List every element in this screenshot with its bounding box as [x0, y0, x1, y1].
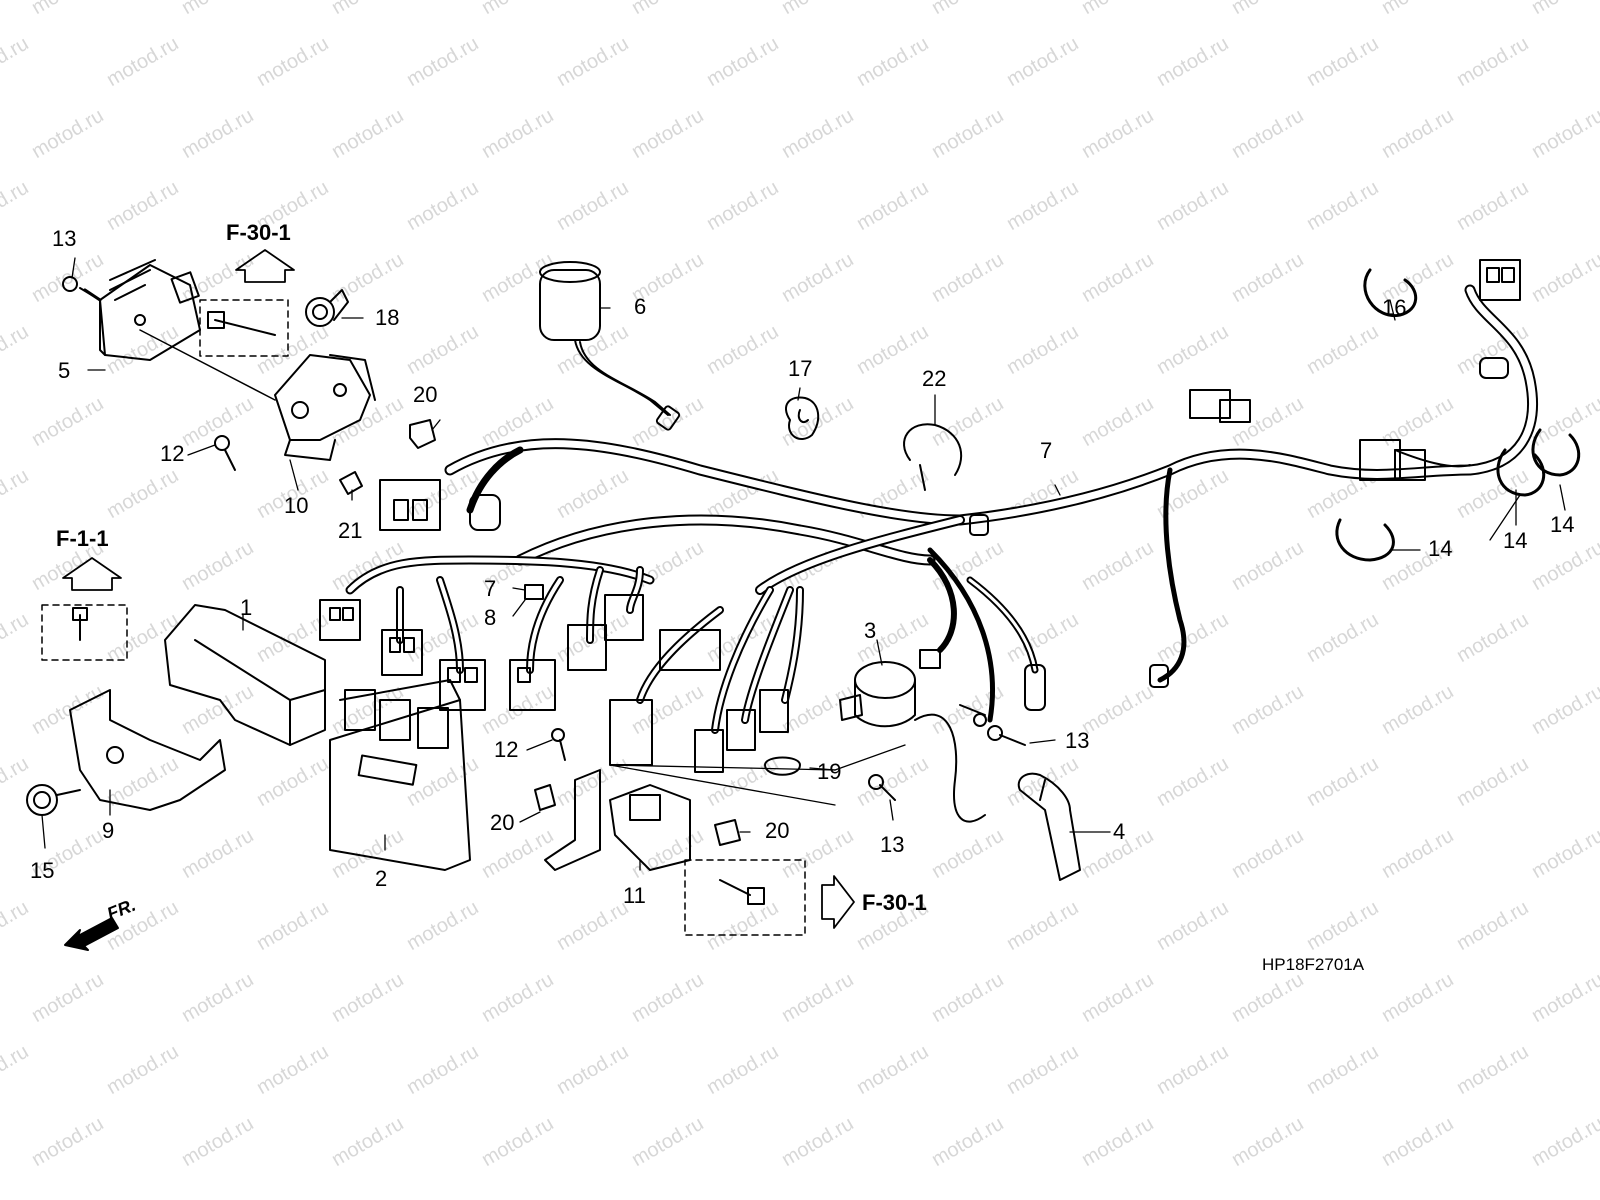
part-label-16: 16: [1382, 295, 1407, 320]
part-label-12: 12: [160, 441, 185, 466]
part-label-13: 13: [52, 226, 77, 251]
reference-arrows: [62, 249, 855, 929]
main-harness-bundle: [345, 284, 1538, 734]
part-label-10: 10: [284, 493, 309, 518]
part-label-13c: 13: [880, 832, 905, 857]
bolts: [72, 288, 1026, 905]
part-label-19: 19: [817, 759, 842, 784]
part-10-bracket: [139, 329, 376, 461]
reference-boxes: [41, 299, 806, 936]
part-label-5: 5: [58, 358, 71, 383]
drawing-code: HP18F2701A: [1262, 955, 1365, 974]
part-label-15: 15: [30, 858, 55, 883]
part-label-17: 17: [788, 356, 813, 381]
part-label-9: 9: [102, 818, 115, 843]
part-label-1: 1: [240, 595, 253, 620]
part-6-condenser: [539, 261, 681, 431]
part-4-boot: [1017, 772, 1081, 881]
part-label-8: 8: [484, 605, 497, 630]
part-3-relay: [839, 661, 987, 823]
part-label-3: 3: [864, 618, 877, 643]
part-label-22: 22: [922, 366, 947, 391]
part-11-bracket: [544, 769, 691, 871]
part-label-12b: 12: [494, 737, 519, 762]
part-label-14c: 14: [1550, 512, 1575, 537]
part-9-bracket: [26, 689, 226, 816]
part-2-ecu: [329, 679, 471, 871]
part-label-11: 11: [623, 883, 646, 908]
part-label-14: 14: [1428, 536, 1453, 561]
part-label-13b: 13: [1065, 728, 1090, 753]
reference-label-left: F-1-1: [56, 526, 109, 551]
part-label-2: 2: [375, 866, 388, 891]
part-label-20b: 20: [490, 810, 515, 835]
part-label-14b: 14: [1503, 528, 1528, 553]
reference-label-bottom: F-30-1: [862, 890, 927, 915]
front-arrow-icon: [64, 917, 119, 951]
cable-ties: [1335, 268, 1581, 562]
part-label-7: 7: [1040, 438, 1053, 463]
part-1-cover: [164, 604, 326, 746]
part-label-18: 18: [375, 305, 400, 330]
part-label-4: 4: [1113, 819, 1126, 844]
part-label-20c: 20: [765, 818, 790, 843]
part-label-20: 20: [413, 382, 438, 407]
reference-label-top: F-30-1: [226, 220, 291, 245]
part-label-6: 6: [634, 294, 647, 319]
leader-lines: [41, 257, 1566, 871]
part-5-regulator: [62, 259, 201, 361]
small-clips: [305, 289, 741, 846]
part-label-7b: 7: [484, 576, 497, 601]
part-label-21: 21: [338, 518, 363, 543]
